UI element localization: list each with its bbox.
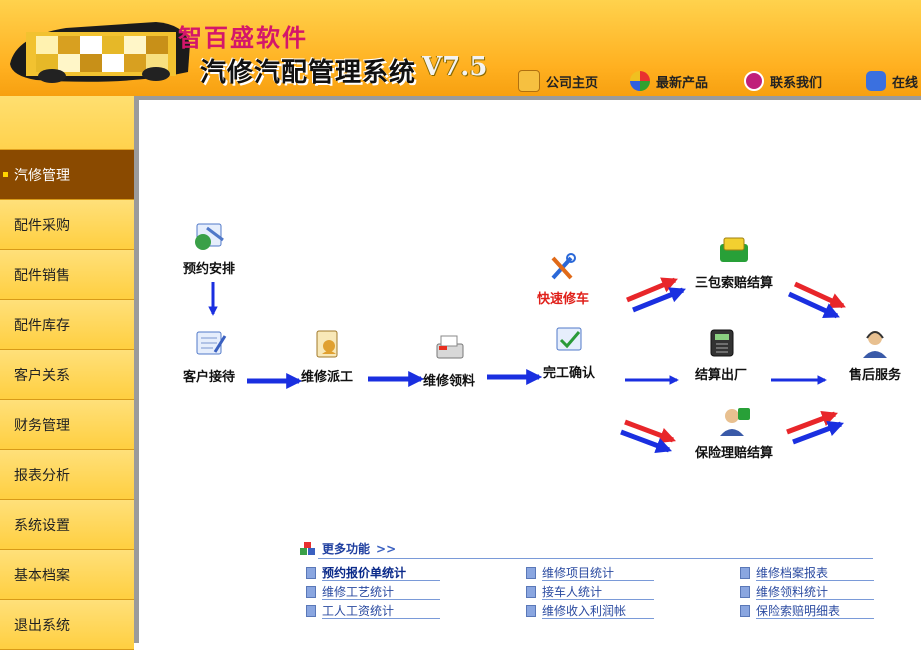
link-underline [756,580,874,581]
more-functions-divider [318,558,873,559]
arrow-blue-up-aftersales [792,421,844,445]
link-repair-parts-stats[interactable]: 维修领料统计 [740,583,828,600]
arrow-blue-down-insurance [620,429,672,453]
link-repair-record-report[interactable]: 维修档案报表 [740,564,828,581]
double-chevron-icon: >> [376,541,397,556]
link-repair-income-profit[interactable]: 维修收入利润帐 [526,602,626,619]
node-completion[interactable]: 完工确认 [543,324,595,381]
warranty-card-icon [720,237,748,262]
link-repair-process-stats[interactable]: 维修工艺统计 [306,583,394,600]
node-warranty[interactable]: 三包索赔结算 [695,234,773,291]
link-underline [322,599,440,600]
support-agent-icon [863,331,887,358]
sidebar-header [0,96,134,150]
active-bullet-icon [3,172,8,177]
link-underline [542,580,654,581]
sidebar-item-reports[interactable]: 报表分析 [0,450,134,500]
product-title: 汽修汽配管理系统 [200,58,417,88]
document-icon [740,585,750,598]
horizontal-divider [139,96,921,100]
completion-check-icon [556,327,582,351]
blocks-icon [300,541,315,555]
reservation-icon [195,223,224,250]
sidebar-item-repair-management[interactable]: 汽修管理 [0,150,134,200]
reception-icon [196,331,227,355]
document-icon [526,566,536,579]
vertical-divider [134,96,139,643]
node-parts[interactable]: 维修领料 [423,332,475,389]
node-dispatch[interactable]: 维修派工 [301,328,353,385]
document-icon [526,585,536,598]
sidebar-menu: 汽修管理 配件采购 配件销售 配件库存 客户关系 财务管理 报表分析 系统设置 … [0,96,134,650]
sidebar-item-parts-inventory[interactable]: 配件库存 [0,300,134,350]
sidebar-item-parts-purchase[interactable]: 配件采购 [0,200,134,250]
car-logo-image [10,22,190,83]
workflow-arrows [208,277,846,453]
link-underline [542,618,654,619]
latest-products-link[interactable]: 最新产品 [630,68,708,94]
pos-terminal-icon [710,329,734,357]
company-home-link[interactable]: 公司主页 [518,68,598,94]
brand-name: 智百盛软件 [178,24,308,52]
sidebar-item-basic-records[interactable]: 基本档案 [0,550,134,600]
more-functions-panel: 更多功能 >> 预约报价单统计 维修项目统计 维修档案报表 维修工艺统计 接车人… [300,540,880,640]
tools-icon [551,253,576,280]
sidebar-item-exit[interactable]: 退出系统 [0,600,134,650]
online-link[interactable]: 在线 [866,68,918,94]
sidebar-item-parts-sales[interactable]: 配件销售 [0,250,134,300]
header-banner: 智百盛软件 汽修汽配管理系统 V7.5 公司主页 最新产品 联系我们 在线 [0,0,921,96]
node-after-sales[interactable]: 售后服务 [849,326,901,383]
arrow-red-down-insurance [624,419,676,443]
link-underline [322,618,440,619]
sidebar-item-customer-relations[interactable]: 客户关系 [0,350,134,400]
arrow-blue-up-warranty [632,287,686,313]
link-insurance-claim-detail[interactable]: 保险索赔明细表 [740,602,840,619]
link-underline [756,618,874,619]
sidebar-item-system-settings[interactable]: 系统设置 [0,500,134,550]
link-underline [756,599,874,600]
node-checkout[interactable]: 结算出厂 [695,326,747,383]
document-icon [306,604,316,617]
node-reception[interactable]: 客户接待 [183,328,235,385]
printer-icon [436,335,464,359]
home-icon [518,70,540,92]
link-underline [542,599,654,600]
insurance-agent-icon [720,408,750,436]
link-receiver-stats[interactable]: 接车人统计 [526,583,602,600]
contact-us-link[interactable]: 联系我们 [744,68,822,94]
document-icon [306,566,316,579]
clipboard-person-icon [316,330,338,358]
node-reservation[interactable]: 预约安排 [183,220,235,277]
link-worker-wage-stats[interactable]: 工人工资统计 [306,602,394,619]
arrow-red-up-aftersales [786,411,838,435]
version-label: V7.5 [422,52,488,82]
document-icon [306,585,316,598]
online-icon [866,71,886,91]
sidebar-item-finance[interactable]: 财务管理 [0,400,134,450]
arrow-red-down-aftersales [793,281,846,309]
more-functions-header[interactable]: 更多功能 >> [300,540,880,557]
workflow-diagram: 预约安排 客户接待 维修派工 维修领料 快速修车 完工确认 三包索赔结算 结算出… [139,100,921,530]
node-insurance[interactable]: 保险理赔结算 [695,404,773,461]
product-icon [630,71,650,91]
link-repair-item-stats[interactable]: 维修项目统计 [526,564,614,581]
arrow-red-up-warranty [626,277,678,303]
link-underline [322,580,440,581]
document-icon [740,566,750,579]
contact-icon [744,71,764,91]
document-icon [526,604,536,617]
node-quick-repair[interactable]: 快速修车 [537,250,589,307]
link-reservation-quote-stats[interactable]: 预约报价单统计 [306,564,406,581]
arrow-blue-down-aftersales [787,291,840,319]
document-icon [740,604,750,617]
